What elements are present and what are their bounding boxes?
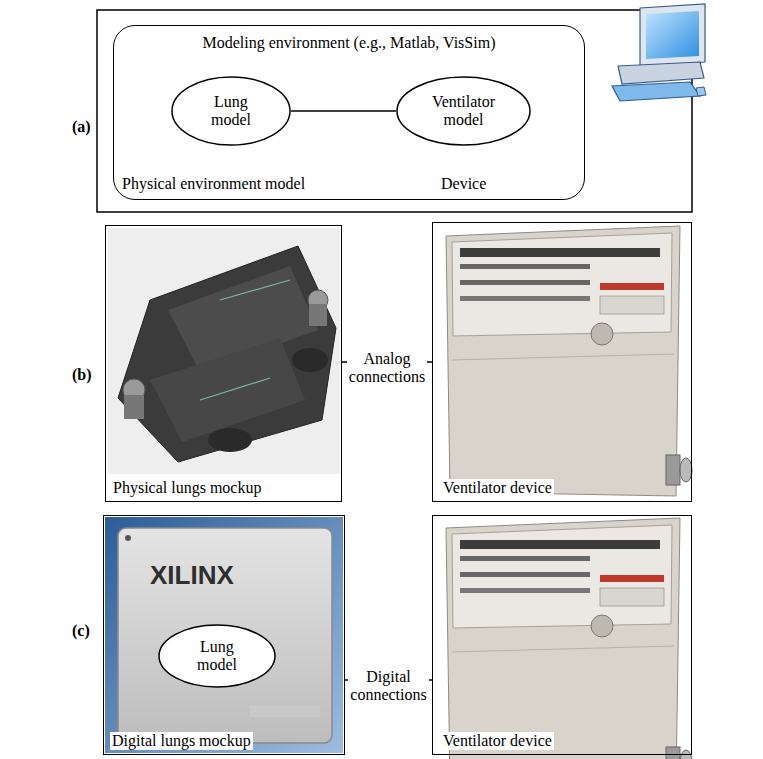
- computer-case: [618, 62, 704, 84]
- lungs-plate: [150, 338, 305, 442]
- panel-label: (c): [72, 622, 90, 640]
- connector-line: [291, 110, 396, 112]
- model-ellipse: Lung model: [171, 76, 291, 146]
- node-label: Lung model: [211, 93, 251, 130]
- node-label: Lung model: [197, 638, 237, 675]
- box-title: Modeling environment (e.g., Matlab, VisS…: [114, 34, 584, 52]
- fpga-chip-photo: [105, 517, 343, 753]
- connector-label: Digital connections: [348, 667, 428, 706]
- box-caption: Ventilator device: [441, 732, 554, 750]
- outer-frame: [97, 10, 692, 212]
- box-caption: Physical environment model: [122, 175, 305, 193]
- panel-label: (a): [72, 118, 91, 136]
- monitor: [640, 4, 705, 66]
- box-caption: Physical lungs mockup: [111, 479, 263, 497]
- model-ellipse: Lung model: [158, 624, 276, 688]
- box-caption: Ventilator device: [441, 479, 554, 497]
- model-ellipse: Ventilator model: [396, 76, 531, 146]
- lungs-marking: [220, 280, 290, 300]
- chip-package: [118, 528, 332, 743]
- monitor-screen: [646, 11, 699, 59]
- device-box: Ventilator device: [432, 222, 692, 502]
- lungs-bellows: [208, 428, 252, 452]
- chip-pin-mark: [125, 535, 131, 541]
- mouse: [696, 87, 706, 96]
- connector-label: Analog connections: [347, 349, 427, 388]
- ellipse-shape: [397, 77, 530, 145]
- device-box: Ventilator device: [432, 515, 692, 755]
- lungs-marking: [200, 378, 270, 400]
- ventilator-photo: [446, 518, 692, 759]
- device-box: Physical lungs mockup: [105, 225, 342, 502]
- environment-box: Lung model Ventilator model Modeling envir…: [113, 25, 585, 200]
- ventilator-photo: [446, 226, 692, 496]
- lungs-valve: [309, 304, 327, 326]
- lungs-bellows: [292, 348, 328, 372]
- box-caption: Digital lungs mockup: [110, 732, 253, 750]
- photo-ground: [105, 517, 343, 753]
- lungs-valve: [124, 395, 144, 419]
- panel-label: (b): [72, 366, 92, 384]
- photo-ground: [108, 228, 340, 474]
- lungs-body: [118, 246, 336, 462]
- device-box: Lung modelDigital lungs mockup: [103, 515, 345, 755]
- node-label: Ventilator model: [432, 93, 495, 130]
- physical-lungs-photo: [108, 228, 340, 474]
- chip-logo: [250, 705, 320, 717]
- chip-brand: XILINX: [150, 560, 234, 591]
- ellipse-shape: [159, 625, 275, 687]
- keyboard: [612, 82, 700, 101]
- computer-icon: [612, 4, 706, 101]
- ellipse-shape: [172, 77, 290, 145]
- box-caption: Device: [441, 175, 486, 193]
